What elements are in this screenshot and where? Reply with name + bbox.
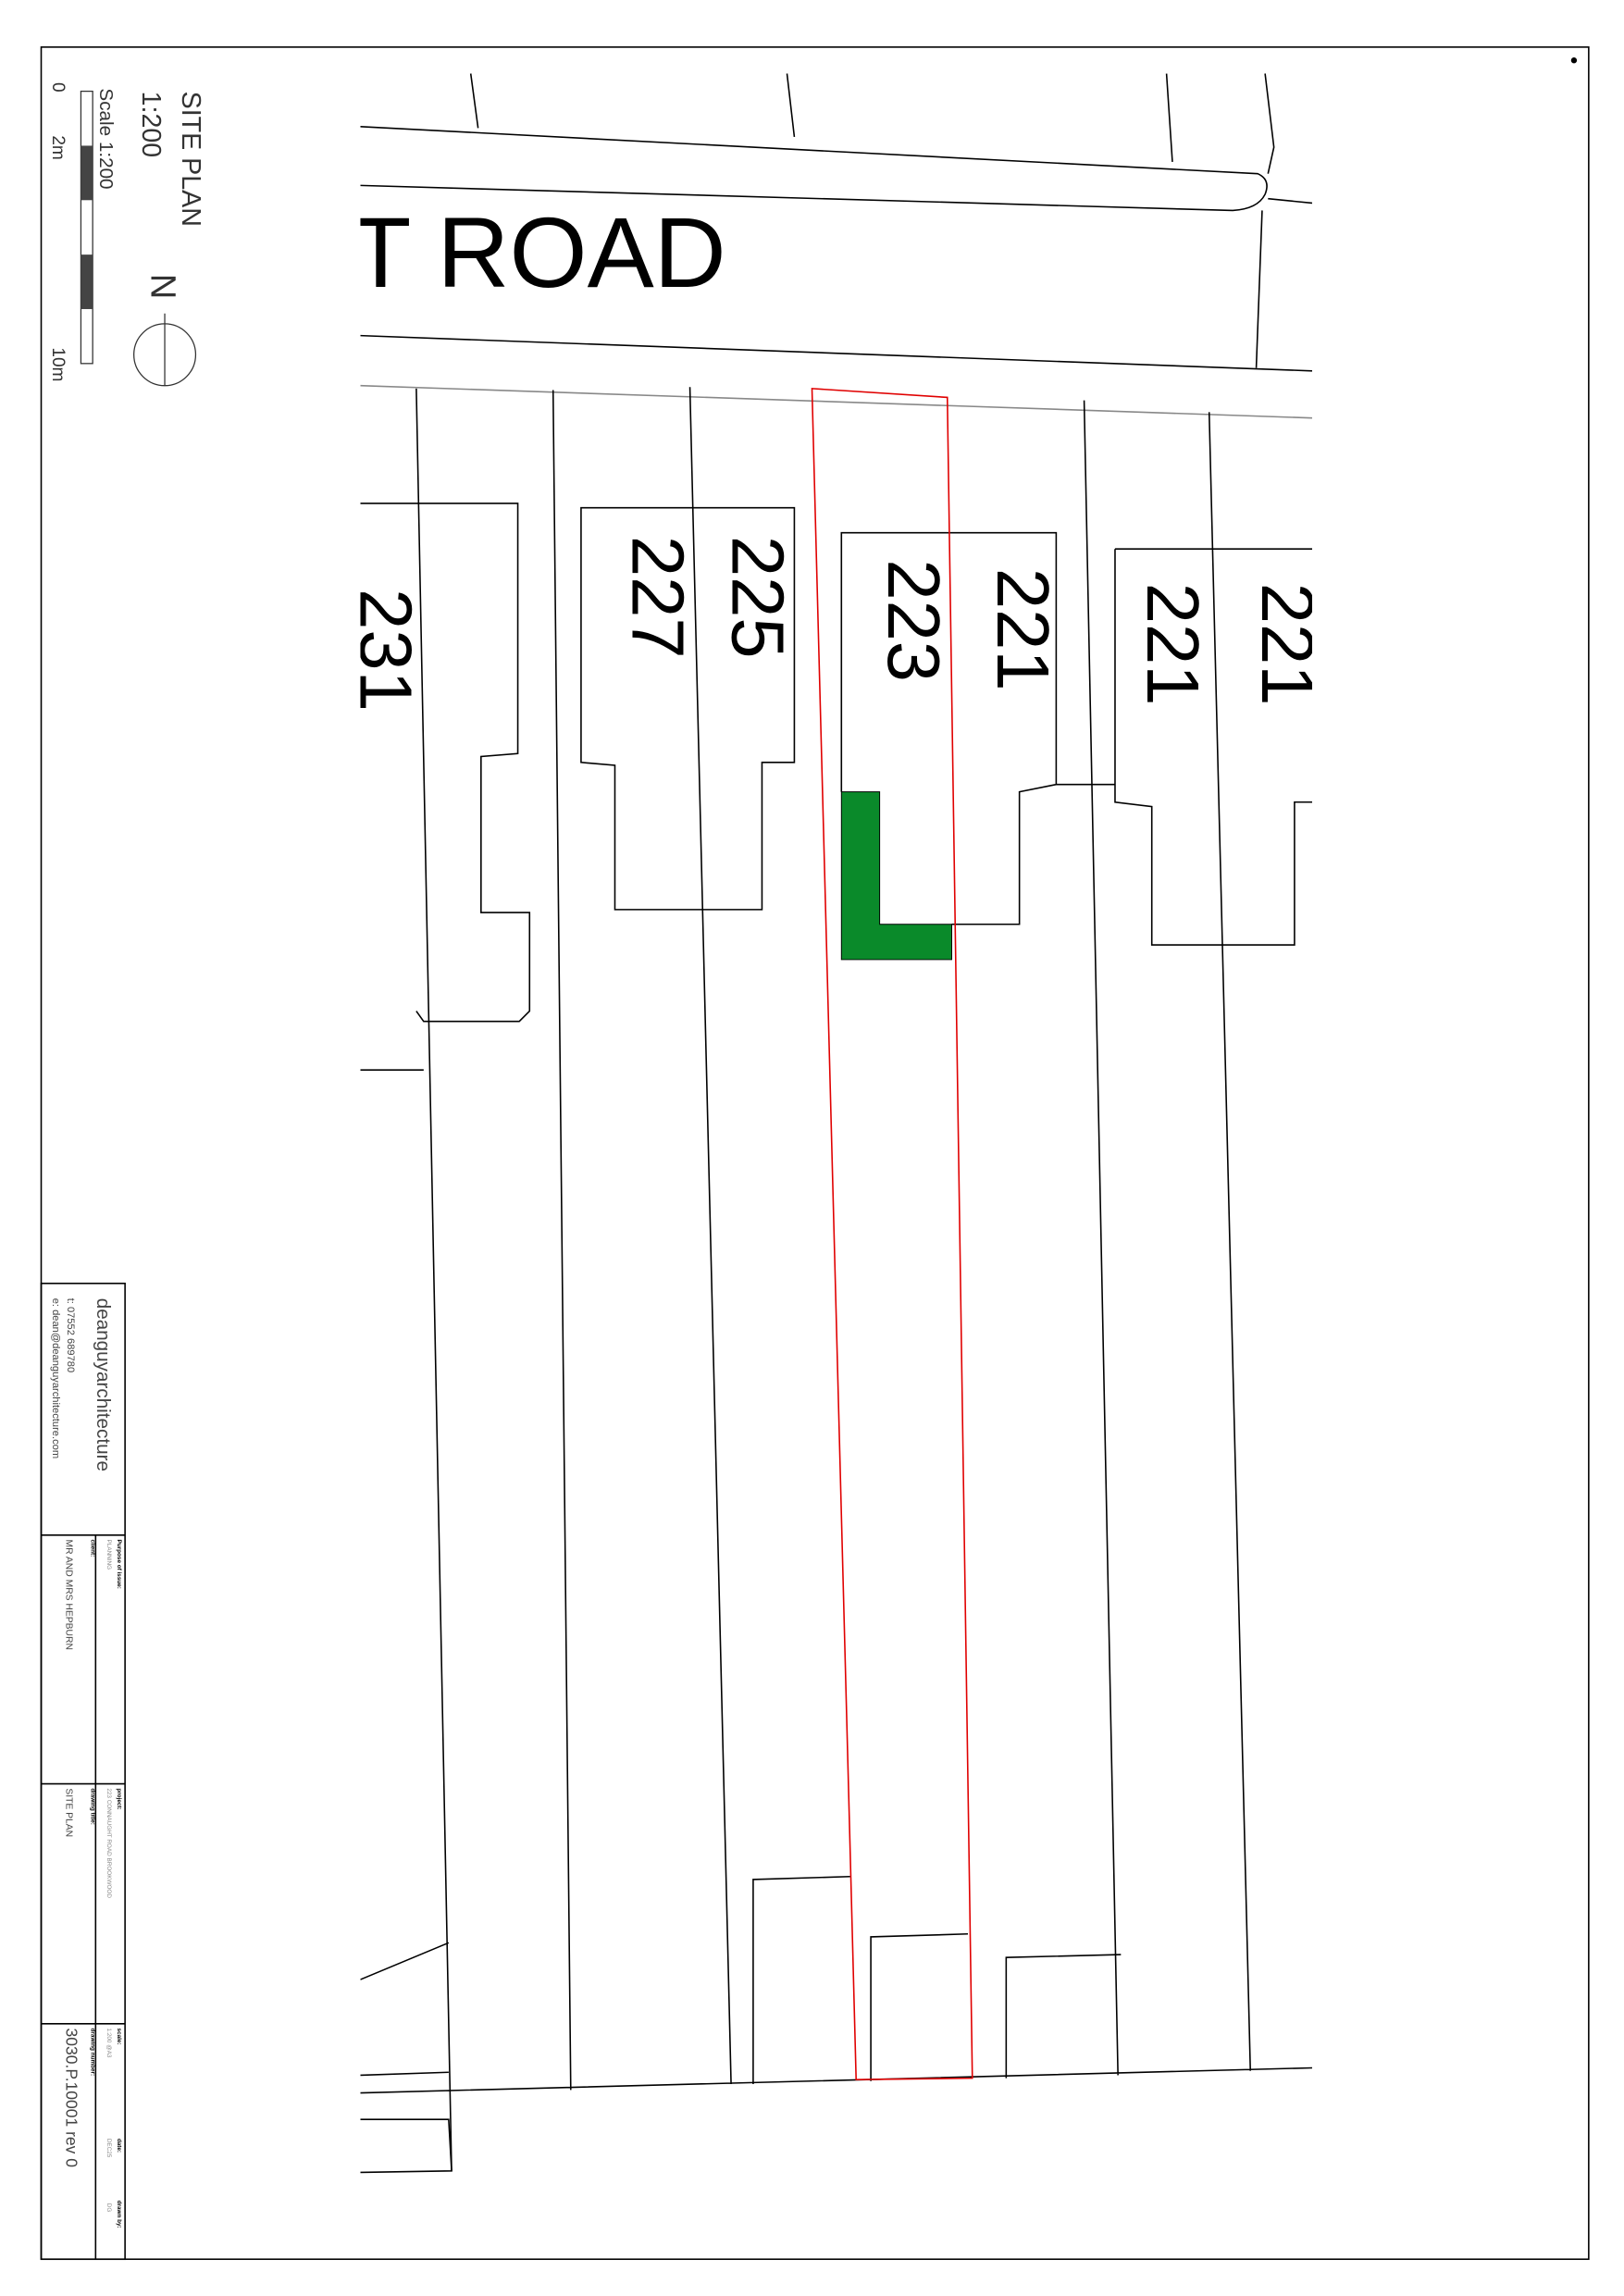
house-number: 221 (982, 568, 1064, 691)
date-label: date: (116, 2139, 122, 2153)
house-number: 227 (617, 536, 700, 659)
drawn-by-value: DG (105, 2203, 112, 2213)
firm-name: deanguyarchitecture (93, 1298, 114, 1471)
title-block: deanguyarchitecture t: 07552 689780 e: d… (40, 1283, 126, 2261)
north-label: N (143, 274, 183, 300)
site-plan-drawing: T ROAD 231 227 225 223 221 221 221 (344, 73, 1329, 2174)
road-name: T ROAD (350, 196, 725, 308)
site-boundary-223 (811, 388, 973, 2081)
proposed-extension (840, 791, 952, 961)
date-value: DEC25 (105, 2139, 112, 2158)
purpose-label: Purpose of issue: (116, 1540, 122, 1589)
scale-tick: 2m (48, 135, 68, 160)
project-value: 223 CONNAUGHT ROAD BROOKWOOD (105, 1788, 112, 1898)
firm-email: e: dean@deanguyarchitecture.com (50, 1298, 61, 1458)
drawing-scale: 1:200 (136, 92, 166, 158)
house-numbers: 231 227 225 223 221 221 221 (344, 536, 1329, 712)
drawing-number-label: drawing number: (90, 2029, 96, 2077)
north-arrow-icon: N (133, 274, 197, 387)
purpose-value: PLANNING (105, 1540, 112, 1570)
road: T ROAD (350, 73, 1312, 419)
project-label: project: (116, 1788, 122, 1809)
client-value: MR AND MRS HEPBURN (64, 1540, 74, 1650)
drawing-title-label: drawing title: (90, 1788, 96, 1825)
buildings (360, 503, 1312, 2174)
corner-dot (1570, 57, 1578, 64)
house-number: 223 (873, 559, 955, 682)
drawing-title-value: SITE PLAN (64, 1788, 74, 1837)
house-number: 221 (1132, 583, 1214, 706)
scale-tick: 0 (48, 82, 68, 93)
scale-bar-label: Scale 1:200 (95, 88, 117, 189)
house-number: 225 (717, 536, 800, 659)
house-number: 231 (344, 589, 427, 712)
client-label: client: (90, 1540, 96, 1558)
scale-value: 1:200 @A3 (105, 2029, 112, 2058)
scale-label: scale: (116, 2029, 122, 2045)
drawing-heading: SITE PLAN 1:200 Scale 1:200 0 2m 10m N (48, 82, 205, 387)
sheet-border (40, 46, 1590, 2261)
firm-phone: t: 07552 689780 (65, 1298, 76, 1372)
drawing-title: SITE PLAN (176, 92, 205, 227)
scale-tick: 10m (48, 347, 68, 381)
house-number: 221 (1246, 583, 1329, 706)
drawing-number-value: 3030.P.10001 rev 0 (63, 2029, 81, 2168)
drawn-by-label: drawn by: (116, 2201, 122, 2228)
scale-bar (80, 90, 93, 365)
plot-boundaries (360, 387, 1312, 2171)
